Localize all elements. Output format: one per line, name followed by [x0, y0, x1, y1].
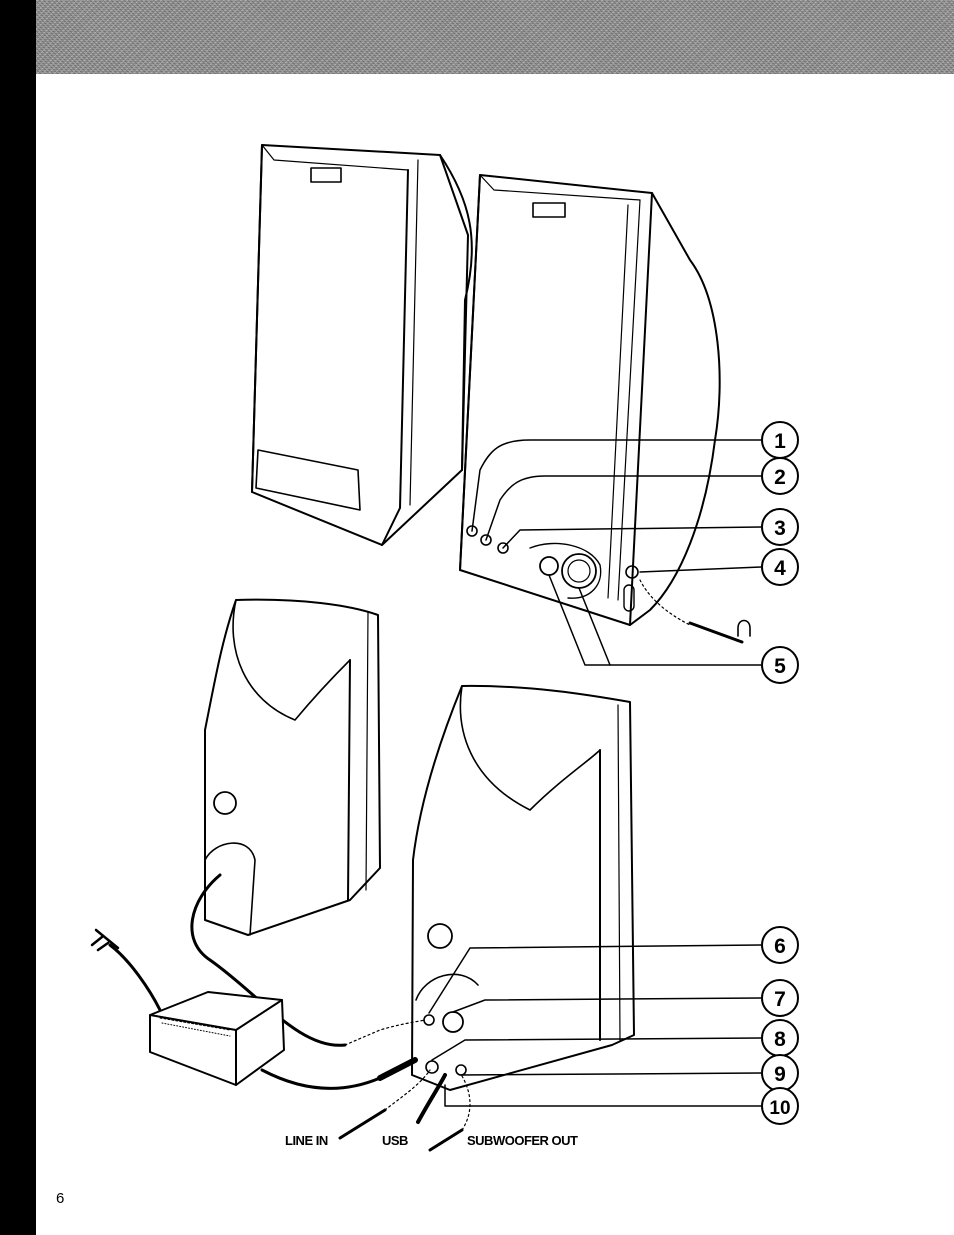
label-subwoofer-out: SUBWOOFER OUT: [467, 1133, 578, 1148]
speaker-front-left: [252, 145, 472, 545]
callout-3: 3: [774, 517, 786, 540]
callout-7: 7: [774, 988, 786, 1011]
speaker-front-right: [460, 175, 750, 642]
label-line-in: LINE IN: [285, 1133, 328, 1148]
label-usb: USB: [382, 1133, 408, 1148]
callout-4: 4: [774, 557, 786, 580]
callout-2: 2: [774, 466, 786, 489]
callout-1: 1: [774, 430, 786, 453]
speaker-back-left: [192, 600, 380, 1046]
callout-9: 9: [774, 1063, 786, 1086]
speaker-back-right: [412, 686, 634, 1090]
callout-8: 8: [774, 1028, 786, 1051]
callout-10: 10: [769, 1098, 790, 1119]
line-in-plug: [340, 1110, 385, 1138]
callout-5: 5: [774, 655, 786, 678]
callout-6: 6: [774, 935, 786, 958]
power-adapter: [92, 930, 380, 1088]
subwoofer-plug: [430, 1130, 462, 1150]
page-number: 6: [56, 1190, 64, 1207]
headphone-icon: [738, 621, 750, 637]
